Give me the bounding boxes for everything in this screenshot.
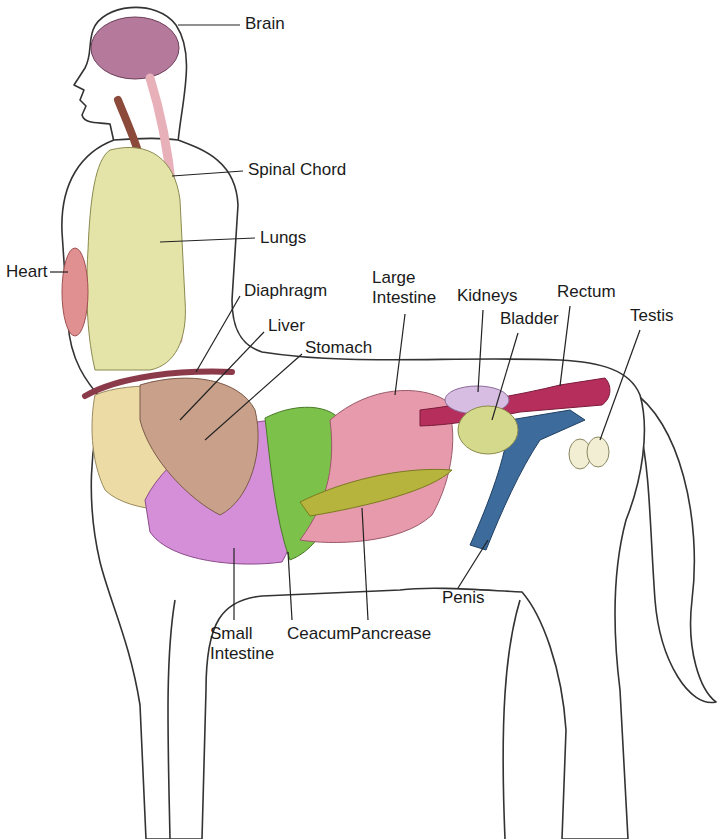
leader-line bbox=[492, 333, 518, 420]
leader-line bbox=[395, 314, 405, 395]
part-label: Liver bbox=[268, 316, 305, 336]
part-label: Penis bbox=[442, 588, 485, 608]
part-label: Stomach bbox=[305, 338, 372, 358]
part-label: Brain bbox=[245, 14, 285, 34]
leader-line bbox=[478, 310, 483, 392]
lungs-shape bbox=[87, 147, 186, 370]
diaphragm-shape bbox=[85, 372, 232, 396]
part-label: Spinal Chord bbox=[248, 160, 346, 180]
leader-line bbox=[172, 171, 243, 176]
stomach-shape bbox=[140, 378, 258, 515]
part-label: Kidneys bbox=[457, 286, 517, 306]
part-label: Rectum bbox=[557, 282, 616, 302]
leader-line bbox=[600, 330, 640, 440]
heart-shape bbox=[62, 248, 88, 336]
part-label: Ceacum bbox=[287, 624, 350, 644]
leader-line bbox=[362, 508, 368, 620]
fore-leg-line bbox=[168, 600, 175, 839]
leader-line bbox=[458, 540, 488, 588]
part-label: Heart bbox=[6, 262, 48, 282]
part-label: Pancrease bbox=[350, 624, 431, 644]
part-label: Lungs bbox=[260, 228, 306, 248]
leader-line bbox=[196, 296, 240, 372]
part-label: Testis bbox=[630, 306, 673, 326]
body-outline bbox=[62, 139, 645, 839]
leader-line bbox=[288, 552, 292, 620]
leader-line bbox=[50, 271, 68, 272]
part-label: Bladder bbox=[500, 309, 559, 329]
leader-line bbox=[180, 332, 264, 420]
part-label: Large Intestine bbox=[372, 268, 462, 308]
leader-line bbox=[178, 24, 240, 25]
part-label: Diaphragm bbox=[244, 281, 327, 301]
bladder-shape bbox=[458, 406, 518, 454]
leader-line bbox=[205, 354, 302, 440]
pancreas-shape bbox=[300, 469, 452, 516]
leader-line bbox=[560, 306, 570, 386]
testis-shape bbox=[587, 437, 609, 467]
part-label: Small Intestine bbox=[210, 624, 290, 664]
leader-line bbox=[233, 548, 234, 620]
leader-line bbox=[160, 238, 255, 242]
brain-shape bbox=[91, 17, 179, 79]
hind-leg-line bbox=[503, 600, 520, 839]
